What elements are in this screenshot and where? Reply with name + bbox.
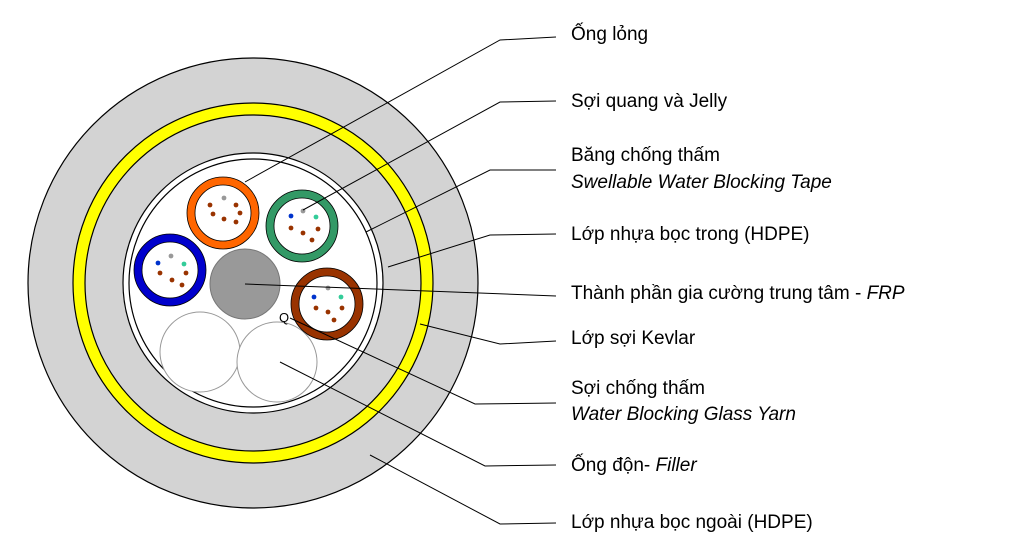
fiber bbox=[288, 225, 294, 231]
leader-lines bbox=[244, 36, 557, 525]
label-kevlar: Lớp sợi Kevlar bbox=[571, 328, 696, 349]
loose-tube-brown bbox=[290, 267, 364, 341]
fiber bbox=[313, 214, 319, 220]
fiber bbox=[233, 202, 239, 208]
label-filler-vi: Ống độn- bbox=[571, 454, 656, 476]
fiber bbox=[325, 309, 331, 315]
label-yarn-en: Water Blocking Glass Yarn bbox=[571, 404, 796, 425]
fiber bbox=[179, 282, 185, 288]
label-fiber-jelly: Sợi quang và Jelly bbox=[571, 91, 728, 112]
fiber bbox=[309, 237, 315, 243]
label-outer-sheath: Lớp nhựa bọc ngoài (HDPE) bbox=[571, 512, 813, 533]
leader-filler bbox=[279, 361, 557, 467]
label-filler: Ống độn- Filler bbox=[571, 454, 697, 476]
leader-loose-tube bbox=[244, 36, 557, 183]
fiber bbox=[207, 202, 213, 208]
ripcord-mark: Q bbox=[279, 310, 289, 325]
label-central-member-vi: Thành phần gia cường trung tâm - bbox=[571, 283, 867, 304]
fiber bbox=[155, 260, 161, 266]
leader-water-tape bbox=[365, 169, 556, 233]
leader-central-member bbox=[244, 283, 557, 297]
label-loose-tube: Ống lỏng bbox=[571, 23, 648, 45]
fiber bbox=[183, 270, 189, 276]
fiber bbox=[168, 253, 174, 259]
fiber bbox=[315, 226, 321, 232]
fiber bbox=[210, 211, 216, 217]
filler-tube-right bbox=[236, 321, 318, 403]
fiber bbox=[169, 277, 175, 283]
filler-tubes bbox=[159, 311, 318, 403]
fiber bbox=[288, 213, 294, 219]
leader-fiber-jelly bbox=[302, 100, 557, 211]
fiber bbox=[221, 216, 227, 222]
leader-inner-sheath bbox=[387, 233, 557, 268]
label-water-tape-vi: Băng chống thấm bbox=[571, 145, 720, 166]
loose-tube-orange bbox=[186, 176, 260, 250]
leader-outer-sheath bbox=[369, 454, 557, 525]
label-filler-en: Filler bbox=[656, 455, 698, 476]
fiber bbox=[157, 270, 163, 276]
label-yarn-vi: Sợi chống thấm bbox=[571, 378, 705, 399]
fiber bbox=[300, 230, 306, 236]
fiber bbox=[181, 261, 187, 267]
leader-kevlar bbox=[419, 323, 557, 345]
filler-tube-left bbox=[159, 311, 241, 393]
label-inner-sheath: Lớp nhựa bọc trong (HDPE) bbox=[571, 224, 810, 245]
leader-yarn bbox=[289, 317, 557, 405]
label-central-member-en: FRP bbox=[867, 283, 905, 304]
fiber bbox=[311, 294, 317, 300]
fiber bbox=[331, 317, 337, 323]
loose-tube-blue bbox=[133, 233, 207, 307]
fiber bbox=[339, 305, 345, 311]
label-central-member: Thành phần gia cường trung tâm - FRP bbox=[571, 283, 905, 304]
labels: Ống lỏng Sợi quang và Jelly Băng chống t… bbox=[571, 23, 905, 533]
fiber bbox=[233, 219, 239, 225]
loose-tube-green bbox=[265, 189, 339, 263]
fiber bbox=[313, 305, 319, 311]
fiber bbox=[221, 195, 227, 201]
fiber bbox=[237, 210, 243, 216]
fiber bbox=[338, 294, 344, 300]
label-water-tape-en: Swellable Water Blocking Tape bbox=[571, 172, 832, 193]
fiber bbox=[325, 285, 331, 291]
